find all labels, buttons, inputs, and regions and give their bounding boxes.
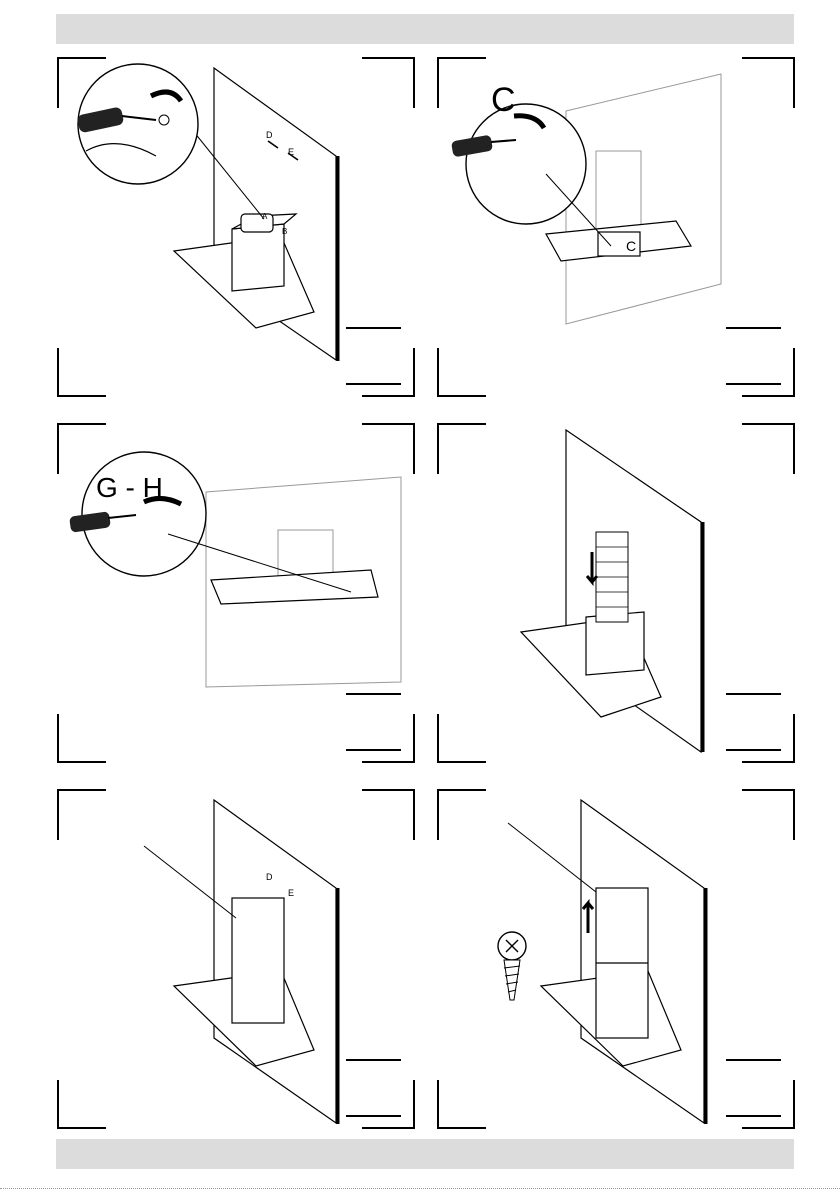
label-c-zoom: C xyxy=(491,81,516,119)
step-6-illustration xyxy=(436,788,796,1134)
label-d: D xyxy=(266,872,273,882)
step-6-panel xyxy=(436,788,796,1134)
step-3-illustration: G - H xyxy=(56,422,416,768)
chimney-cover xyxy=(232,898,284,1023)
footer-band xyxy=(56,1139,794,1169)
label-c: C xyxy=(626,238,636,254)
step-1-illustration: D E A B xyxy=(56,56,416,402)
step-2-illustration: C C xyxy=(436,56,796,402)
label-e: E xyxy=(288,147,294,157)
step-2-panel: C C xyxy=(436,56,796,402)
step-1-panel: D E A B D xyxy=(56,56,416,402)
page-edge-dotted-line xyxy=(0,1188,840,1189)
step-4-illustration xyxy=(436,422,796,768)
label-e: E xyxy=(288,888,294,898)
screw-icon xyxy=(498,932,526,1000)
step-4-panel xyxy=(436,422,796,768)
label-a: A xyxy=(262,212,268,221)
step-5-panel: D E xyxy=(56,788,416,1134)
step-3-panel: G - H xyxy=(56,422,416,768)
label-d: D xyxy=(266,130,273,140)
label-b: B xyxy=(282,227,287,236)
header-band xyxy=(56,14,794,44)
zoom-circle xyxy=(466,104,586,224)
step-5-illustration: D E xyxy=(56,788,416,1134)
